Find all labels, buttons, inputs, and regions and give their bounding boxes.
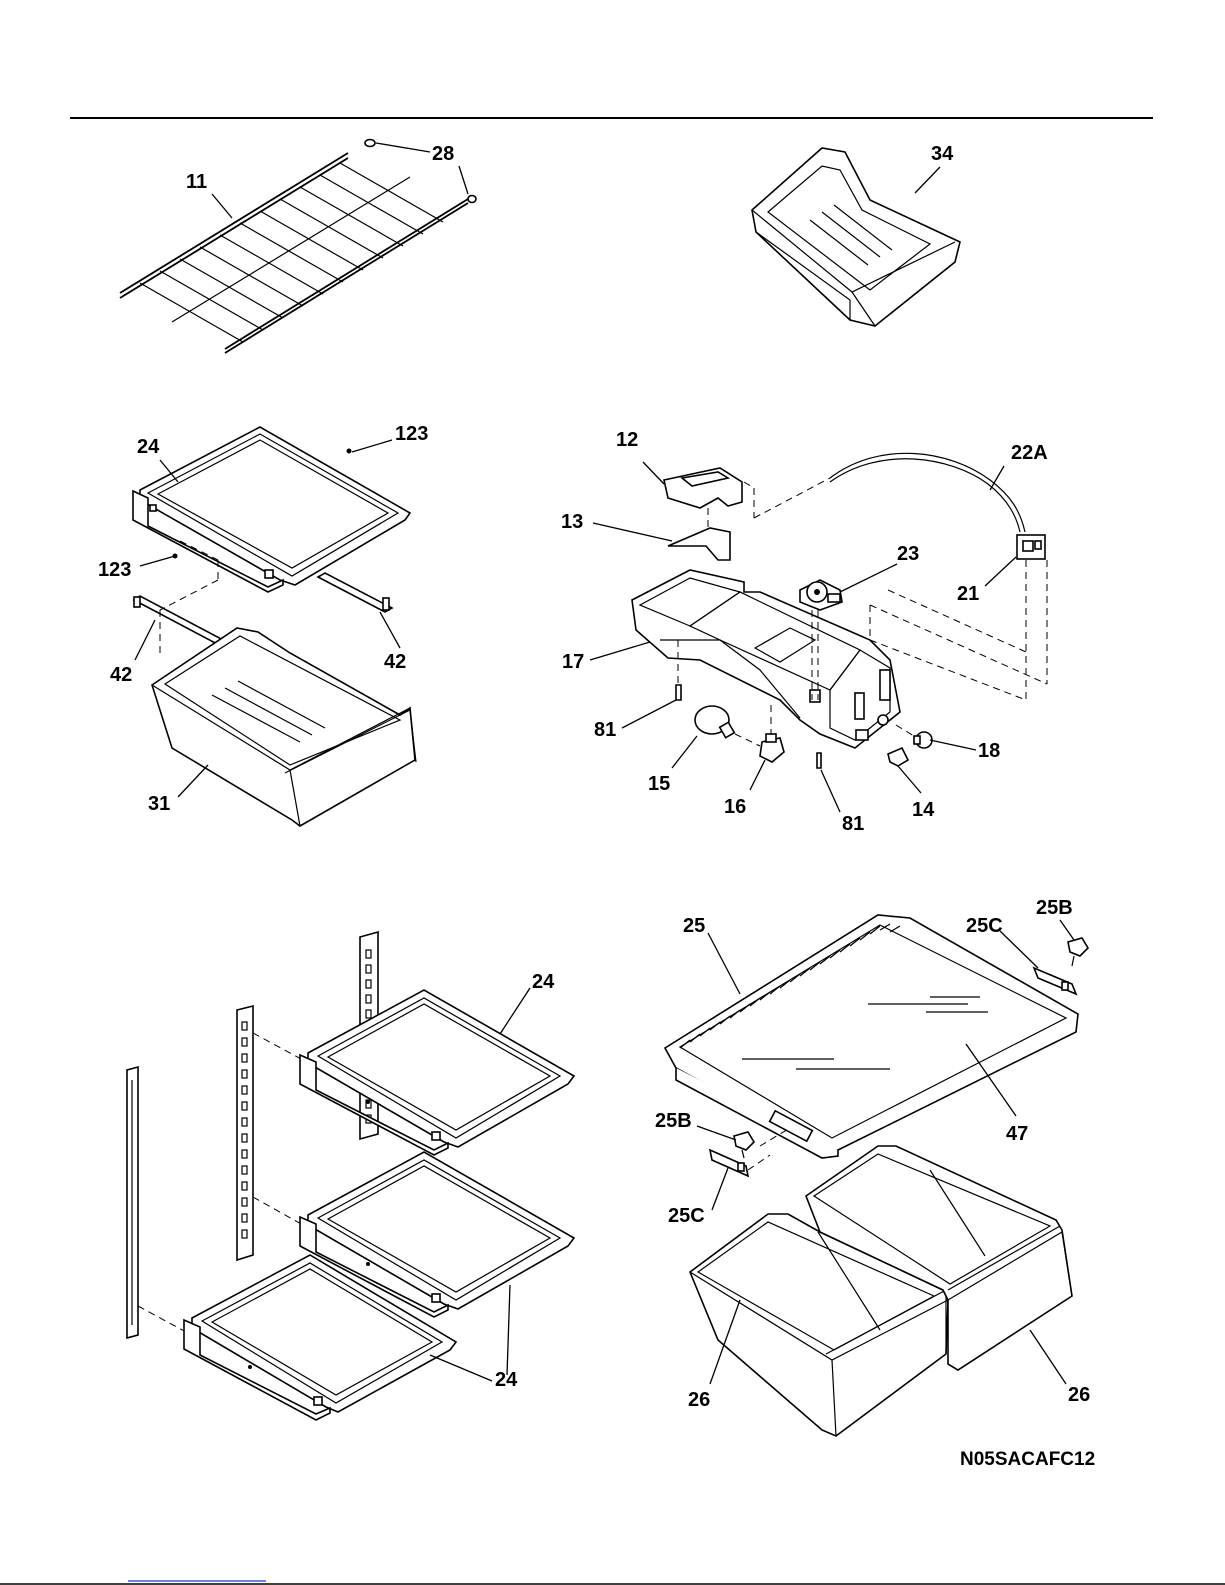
callout-21: 21 — [957, 583, 979, 605]
callout-24-top: 24 — [137, 436, 160, 458]
temperature-sensor — [830, 453, 1025, 532]
callout-26-right: 26 — [1068, 1384, 1090, 1406]
callout-24-middle-shelf: 24 — [495, 1369, 518, 1391]
callout-15: 15 — [648, 773, 670, 795]
damper-knob — [914, 732, 932, 748]
callout-123-lower: 123 — [98, 559, 131, 581]
callout-24-upper-shelf: 24 — [532, 971, 555, 993]
callout-14: 14 — [912, 799, 935, 821]
cover-support-bracket — [1034, 968, 1076, 994]
callout-47: 47 — [1006, 1123, 1028, 1145]
callout-11: 11 — [186, 171, 207, 193]
callout-42-right: 42 — [384, 651, 406, 673]
callout-18: 18 — [978, 740, 1000, 762]
diagram-code: N05SACAFC12 — [960, 1449, 1095, 1470]
control-knob — [668, 528, 730, 560]
shelf-end-cap — [365, 140, 476, 203]
callout-25B-left: 25B — [655, 1110, 692, 1132]
cover-adjuster-clip — [1068, 938, 1088, 966]
crisper-drawer — [152, 628, 416, 826]
ice-bin — [752, 148, 960, 326]
callout-25: 25 — [683, 915, 705, 937]
light-housing — [632, 570, 900, 748]
callout-25C-left: 25C — [668, 1205, 705, 1227]
crisper-cover — [665, 915, 1078, 1158]
glass-shelf — [133, 427, 410, 592]
glass-shelf — [300, 990, 574, 1155]
callout-81-right: 81 — [842, 813, 864, 835]
callout-123-upper: 123 — [395, 423, 428, 445]
switch-button — [888, 748, 908, 766]
callout-26-left: 26 — [688, 1389, 710, 1411]
lamp-socket — [760, 734, 784, 762]
callout-23: 23 — [897, 543, 919, 565]
callout-28: 28 — [432, 143, 454, 165]
wire-shelf — [120, 153, 468, 353]
callout-13: 13 — [561, 511, 583, 533]
callout-34: 34 — [931, 143, 954, 165]
shelf-ladder-rail — [237, 1006, 253, 1260]
callout-25C-top: 25C — [966, 915, 1003, 937]
cover-adjuster-clip — [734, 1132, 754, 1158]
control-housing — [664, 468, 742, 508]
defrost-timer — [800, 580, 842, 610]
light-bulb — [695, 706, 734, 738]
callout-25B-top: 25B — [1036, 897, 1073, 919]
callout-31: 31 — [148, 793, 170, 815]
cover-support-bracket — [710, 1150, 748, 1176]
callout-42-left: 42 — [110, 664, 132, 686]
shelf-ladder-rail — [127, 1067, 138, 1338]
callout-17: 17 — [562, 651, 584, 673]
switch-connector — [1017, 535, 1045, 559]
callout-22A: 22A — [1011, 442, 1048, 464]
callout-16: 16 — [724, 796, 746, 818]
callout-81-left: 81 — [594, 719, 616, 741]
callout-12: 12 — [616, 429, 638, 451]
